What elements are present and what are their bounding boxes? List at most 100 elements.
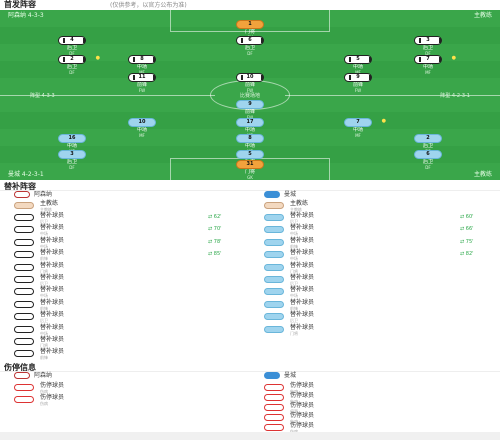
shirt-icon (14, 226, 34, 234)
sub-player-name: 伤停球员 (290, 402, 315, 409)
subs-home-label: 阿森纳 (34, 191, 53, 198)
sub-player-row[interactable]: 伤停球员停赛 (264, 402, 494, 414)
shirt-icon (14, 300, 34, 308)
sub-player-row[interactable]: 替补球员中场 (14, 286, 244, 298)
away-coach-row[interactable]: 主教练 主教练 (264, 200, 494, 212)
sub-player-row[interactable]: 替补球员门将 (264, 262, 494, 274)
player-name: 后卫 (422, 143, 433, 149)
pitch: 阿森纳 4-3-3 主教练 阵型 4-3-3 比赛场地 阵型 4-2-3-1 曼… (0, 10, 500, 180)
sub-player-row[interactable]: 伤停球员伤病 (264, 392, 494, 404)
sub-player-row[interactable]: 替补球员中场 (14, 324, 244, 336)
sub-player-row[interactable]: 替补球员中场⇄ 70' (14, 224, 244, 236)
sub-player-role: 后卫 (40, 219, 48, 224)
home-player[interactable]: 8中场MF (114, 55, 170, 75)
player-name: 门将 (244, 169, 255, 175)
player-position: MF (425, 70, 431, 75)
sub-player-role: 停赛 (290, 409, 298, 414)
sub-player-row[interactable]: 替补球员中场⇄ 78' (14, 237, 244, 249)
player-number: 3 (70, 151, 74, 157)
sub-player-row[interactable]: 替补球员前锋 (14, 299, 244, 311)
home-player[interactable]: 5中场MF (330, 55, 386, 75)
sub-player-row[interactable]: 替补球员门将 (14, 262, 244, 274)
sub-player-row[interactable]: 替补球员前锋 (14, 348, 244, 360)
sub-player-row[interactable]: 伤停球员伤病 (14, 394, 244, 406)
pitch-stripe (0, 61, 500, 78)
away-badge-icon (264, 372, 280, 379)
sub-player-row[interactable]: 伤停球员伤病 (14, 382, 244, 394)
shirt-icon (264, 276, 284, 283)
sub-player-role: 前锋 (40, 305, 48, 311)
shirt-icon (264, 424, 284, 431)
sub-player-name: 伤停球员 (290, 392, 315, 399)
sub-player-row[interactable]: 伤停球员伤病 (264, 412, 494, 424)
sub-player-row[interactable]: 替补球员后卫 (264, 311, 494, 323)
shirt-icon (58, 134, 86, 143)
sub-player-row[interactable]: 替补球员中场⇄ 82' (264, 249, 494, 261)
player-name: 中场 (136, 64, 147, 70)
player-number: 7 (426, 56, 430, 62)
sub-player-row[interactable]: 替补球员门将 (264, 324, 494, 336)
player-position: MF (114, 70, 170, 75)
sub-player-row[interactable]: 替补球员前锋⇄ 75' (264, 237, 494, 249)
sub-player-role: 门将 (290, 330, 298, 336)
shirt-icon (344, 55, 372, 64)
shirt-icon (236, 20, 264, 29)
sub-player-name: 替补球员 (290, 311, 315, 319)
home-coach-row[interactable]: 主教练 主教练 (14, 200, 244, 212)
sub-player-row[interactable]: 替补球员中场 (264, 286, 494, 298)
subs-away-label: 曼城 (284, 191, 297, 198)
sub-player-name: 替补球员 (40, 261, 65, 269)
injury-home-label: 阿森纳 (34, 372, 53, 379)
shirt-icon (344, 73, 372, 82)
sub-player-row[interactable]: 伤停球员伤病 (264, 382, 494, 394)
sub-player-name: 替补球员 (40, 336, 65, 343)
sub-player-row[interactable]: 替补球员后卫⇄ 60' (264, 212, 494, 224)
shirt-icon (236, 100, 264, 109)
injury-away-head: 曼城 (264, 371, 296, 381)
home-team-name: 阿森纳 4-3-3 (8, 12, 44, 19)
sub-player-row[interactable]: 替补球员前锋 (264, 299, 494, 311)
sub-player-role: 前锋 (40, 256, 48, 262)
sub-player-row[interactable]: 替补球员后卫 (14, 274, 244, 286)
sub-player-name: 伤停球员 (290, 382, 315, 389)
sub-player-role: 后卫 (290, 219, 298, 224)
shirt-icon (264, 214, 284, 221)
center-label: 比赛场地 (215, 92, 285, 100)
sub-player-name: 替补球员 (40, 311, 65, 319)
sub-player-row[interactable]: 替补球员中场⇄ 66' (264, 224, 494, 236)
sub-player-row[interactable]: 替补球员门将 (14, 336, 244, 348)
sub-player-row[interactable]: 替补球员后卫 (14, 311, 244, 323)
coach-avatar-icon (264, 202, 284, 209)
sub-player-role: 中场 (40, 231, 48, 237)
sub-player-role: 伤病 (40, 401, 48, 406)
sub-player-name: 替补球员 (290, 274, 315, 281)
sub-player-role: 中场 (40, 293, 48, 299)
player-number: 6 (248, 37, 252, 43)
sub-player-role: 伤病 (290, 419, 298, 424)
sub-player-role: 前锋 (290, 305, 298, 311)
shirt-icon (264, 300, 284, 308)
sub-player-row[interactable]: 替补球员后卫⇄ 62' (14, 212, 244, 224)
shirt-icon (14, 384, 34, 391)
sub-player-row[interactable]: 替补球员后卫 (264, 274, 494, 286)
player-number: 7 (356, 119, 360, 125)
sub-player-row[interactable]: 替补球员前锋⇄ 85' (14, 249, 244, 261)
shirt-icon (414, 36, 442, 45)
away-team-bar: 曼城 4-2-3-1 主教练 (0, 170, 500, 179)
away-coach-name: 主教练 (290, 200, 309, 207)
